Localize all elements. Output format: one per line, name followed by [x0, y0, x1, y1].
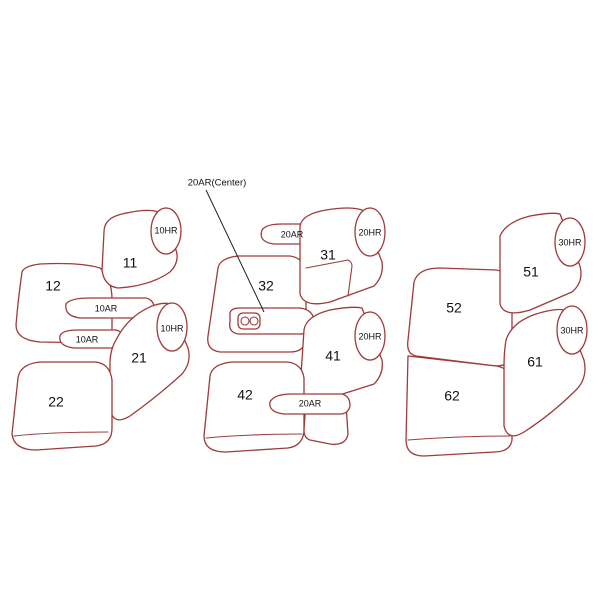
- seat-61-number: 61: [527, 354, 543, 370]
- seat-22-welt: [13, 431, 109, 437]
- seat-12-shape: [15, 262, 113, 344]
- seat-62-number: 62: [444, 388, 460, 404]
- headrest-30hr-upper-code: 30HR: [558, 237, 582, 247]
- headrest-10hr-upper-code: 10HR: [154, 225, 178, 235]
- seat-62-welt: [407, 435, 511, 441]
- seat-group-row3: 51 52 61 62 30HR 30HR: [405, 212, 588, 457]
- center-armrest-callout: 20AR(Center): [188, 178, 247, 189]
- seat-52-shape: [407, 267, 513, 367]
- headrest-10hr-lower: [156, 302, 188, 352]
- seat-31-number: 31: [320, 247, 336, 263]
- headrest-30hr-lower-code: 30HR: [560, 325, 584, 335]
- seat-41-number: 41: [325, 348, 341, 364]
- seat-32-number: 32: [258, 278, 274, 294]
- headrest-20hr-upper-code: 20HR: [358, 227, 382, 237]
- headrest-20hr-lower-code: 20HR: [358, 331, 382, 341]
- seat-42-number: 42: [237, 387, 253, 403]
- headrest-30hr-lower: [556, 305, 588, 355]
- seat-62-shape: [405, 355, 513, 457]
- armrest-10ar-upper-code: 10AR: [95, 303, 118, 313]
- headrest-30hr-upper: [554, 217, 586, 267]
- armrest-20ar-lower-code: 20AR: [299, 398, 322, 408]
- seat-22-number: 22: [48, 394, 64, 410]
- seat-51-number: 51: [523, 264, 539, 280]
- cupholder-ring-2: [249, 316, 259, 326]
- center-callout-leader: [205, 189, 265, 313]
- seat-42-welt: [205, 433, 303, 439]
- armrest-20ar-lower: [269, 393, 351, 415]
- seat-21-number: 21: [131, 350, 147, 366]
- headrest-10hr-upper: [150, 207, 182, 255]
- seat-22-shape: [11, 361, 113, 451]
- cupholder-ring-1: [240, 316, 250, 326]
- seat-52-number: 52: [446, 300, 462, 316]
- headrest-20hr-lower: [354, 311, 386, 361]
- armrest-10ar-lower-code: 10AR: [76, 334, 99, 344]
- headrest-10hr-lower-code: 10HR: [160, 323, 184, 333]
- seat-32-shape: [207, 255, 307, 353]
- seat-group-row1: 11 12 21 22 10HR 10HR 10AR 10AR: [11, 207, 190, 451]
- armrest-20ar-upper-code: 20AR: [281, 229, 304, 239]
- seat-11-number: 11: [123, 255, 138, 271]
- headrest-20hr-upper: [354, 207, 386, 257]
- seat-31-side-bolster: [305, 259, 353, 297]
- seat-group-row2: 20AR(Center) 31 32 41 42 20HR 20HR 20AR …: [188, 178, 386, 453]
- seat-12-number: 12: [45, 278, 61, 294]
